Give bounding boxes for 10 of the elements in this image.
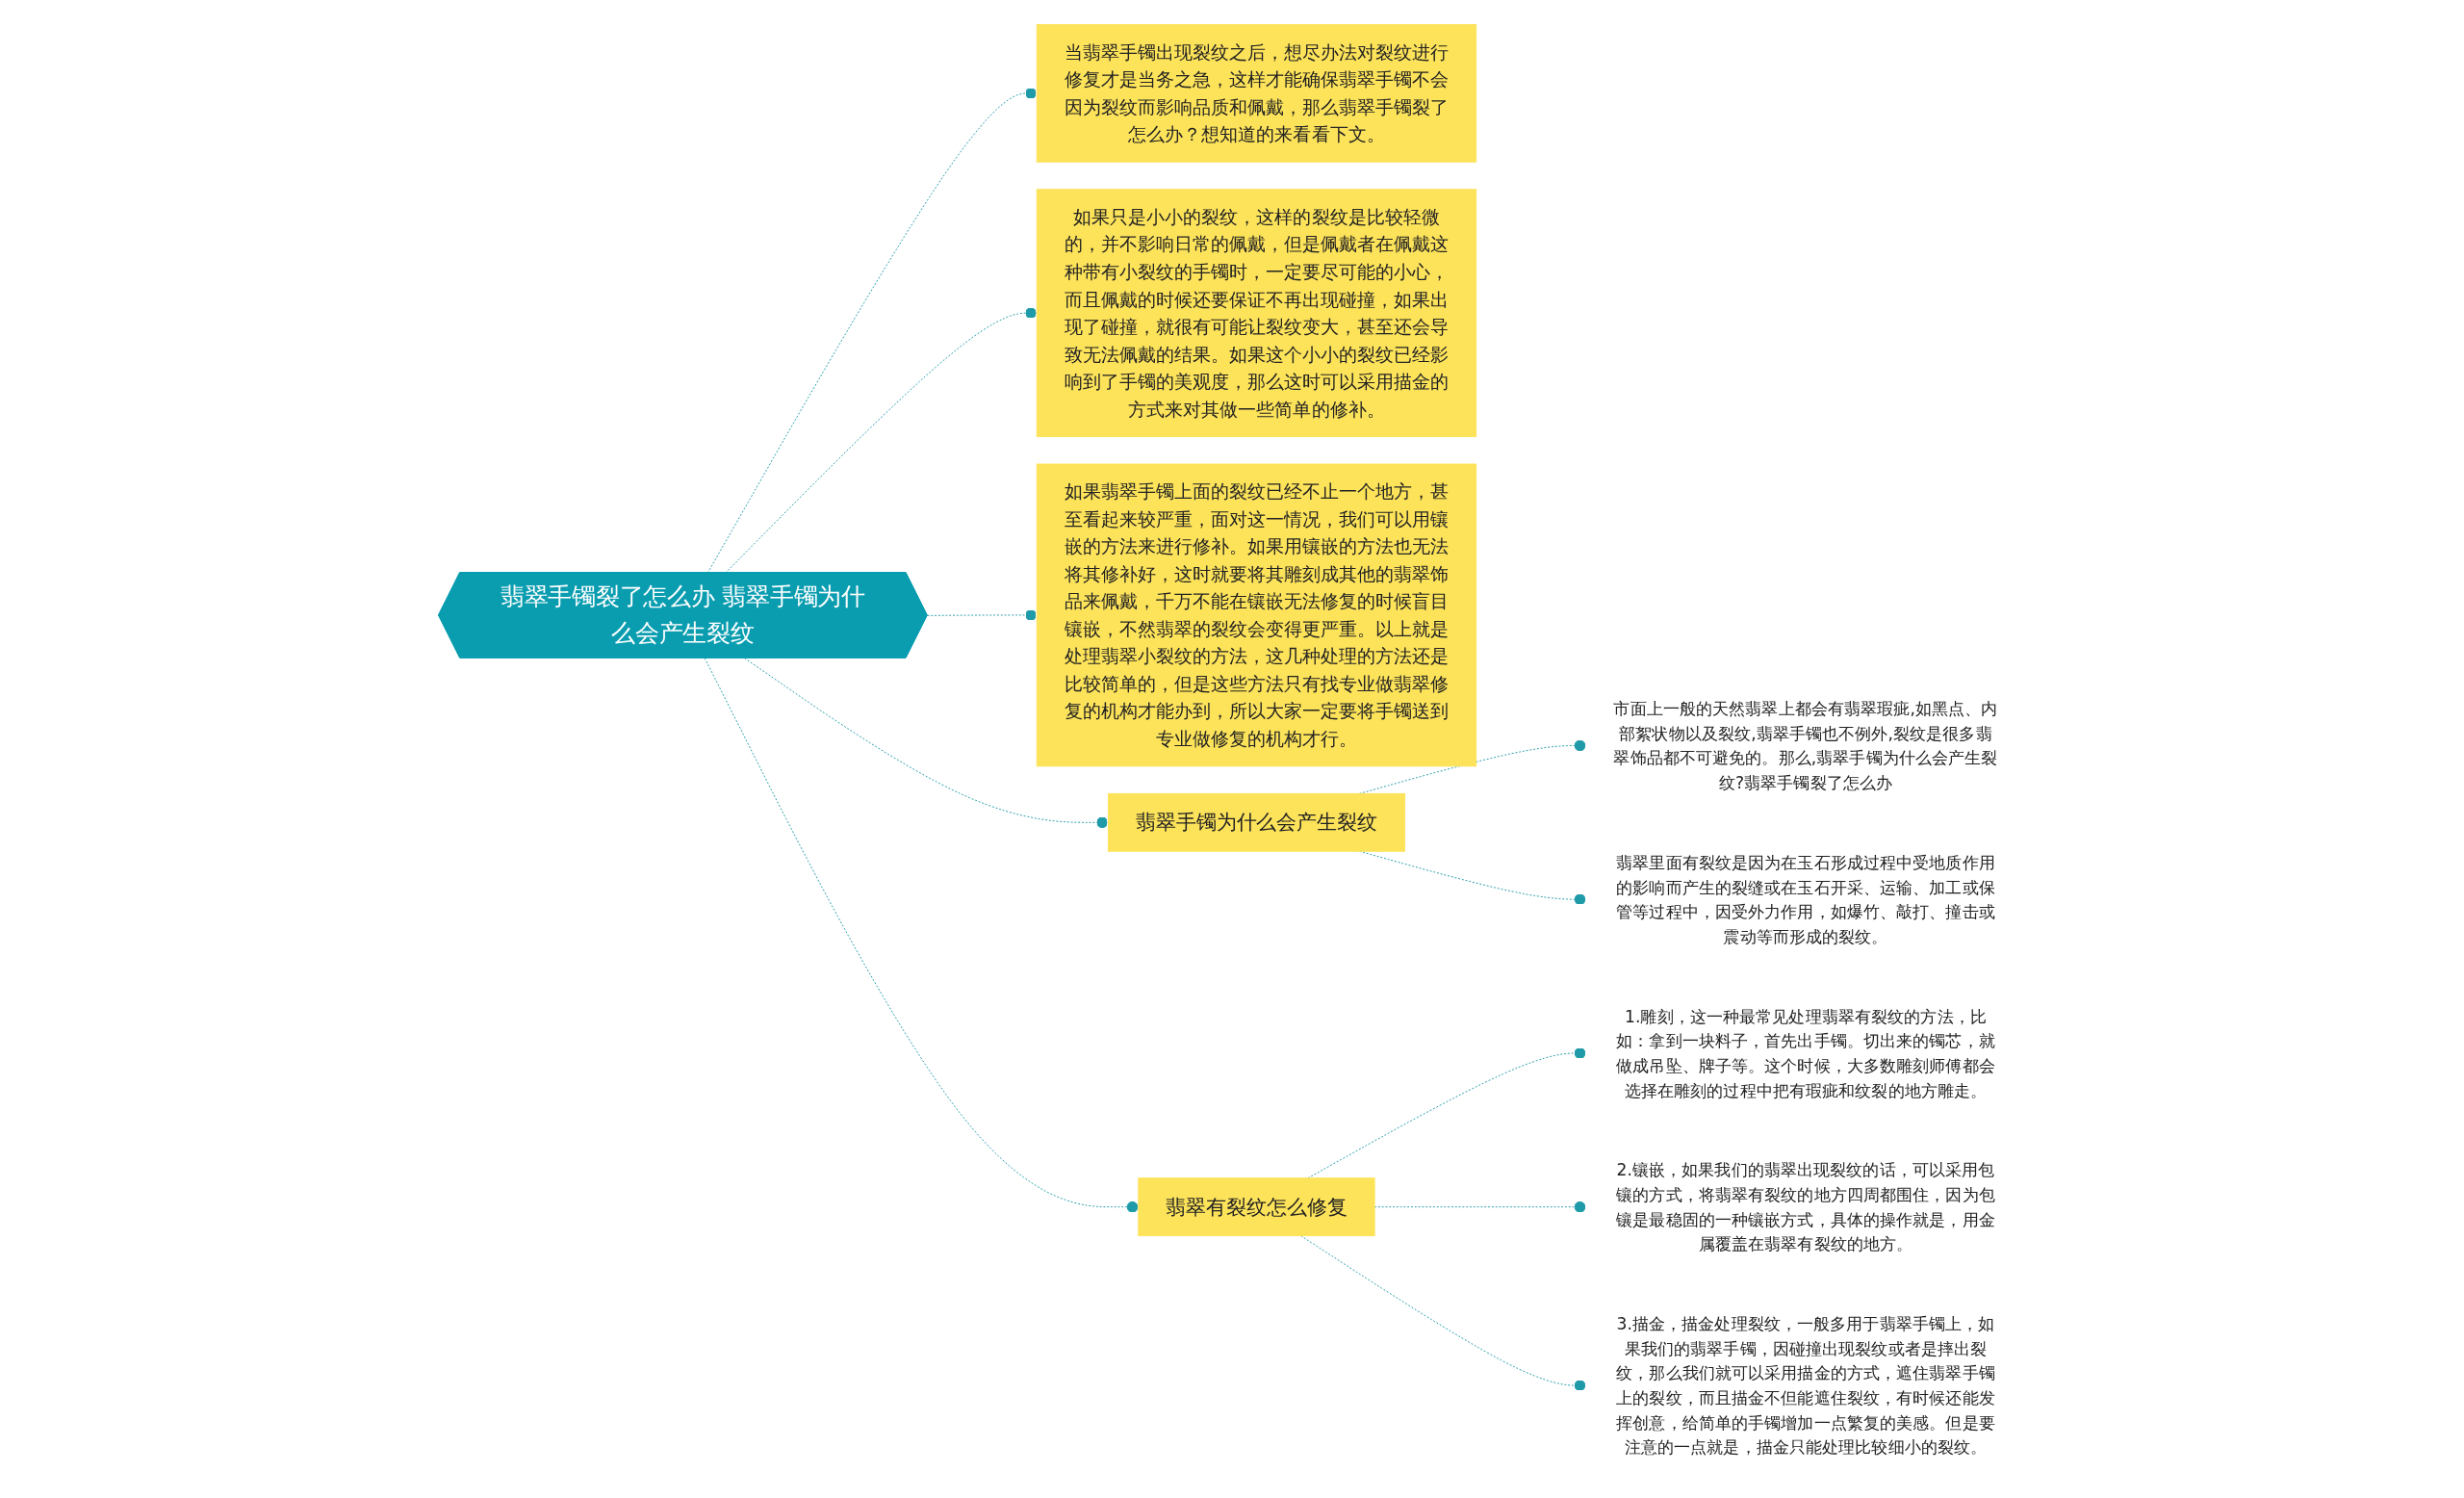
node-text: 翡翠里面有裂纹是因为在玉石形成过程中受地质作用的影响而产生的裂缝或在玉石开采、运输、加工或保管等过程中，因受外力作用，如爆竹、敲打、撞击或震动等而形成的裂纹。 [1616,852,1995,946]
node-text: 1.雕刻，这一种最常见处理翡翠有裂纹的方法，比如：拿到一块料子，首先出手镯。切出来的镯芯，就做成吊坠、牌子等。这个时候，大多数雕刻师傅都会选择在雕刻的过程中把有瑕疵和纹裂的地方雕走。 [1616,1006,1995,1100]
node-box: 翡翠手镯为什么会产生裂纹 [1108,792,1406,852]
node-box: 翡翠有裂纹怎么修复 [1138,1177,1375,1237]
node-box: 当翡翠手镯出现裂纹之后，想尽办法对裂纹进行修复才是当务之急，这样才能确保翡翠手镯不会因为裂纹而影响品质和佩戴，那么翡翠手镯裂了怎么办？想知道的来看看下文。 [1036,24,1477,163]
node-box: 如果只是小小的裂纹，这样的裂纹是比较轻微的，并不影响日常的佩戴，但是佩戴者在佩戴这种带有小裂纹的手镯时，一定要尽可能的小心，而且佩戴的时候还要保证不再出现碰撞，如果出现了碰撞，就很有可能让裂纹变大，甚至还会导致无法佩戴的结果。如果这个小小的裂纹已经影响到了手镯的美观度，那么这时可以采用描金的方式来对其做一些简单的修补。 [1036,189,1477,437]
node-text: 3.描金，描金处理裂纹，一般多用于翡翠手镯上，如果我们的翡翠手镯，因碰撞出现裂纹或者是摔出裂纹，那么我们就可以采用描金的方式，遮住翡翠手镯上的裂纹，而且描金不但能遮住裂纹，有时候还能发挥创意，给简单的手镯增加一点繁复的美感。但是要注意的一点就是，描金只能处理比较细小的裂纹。 [1616,1313,1995,1458]
node-text: 市面上一般的天然翡翠上都会有翡翠瑕疵,如黑点、内部絮状物以及裂纹,翡翠手镯也不例外,裂纹是很多翡翠饰品都不可避免的。那么,翡翠手镯为什么会产生裂纹?翡翠手镯裂了怎么办 [1613,698,1998,792]
node-text: 2.镶嵌，如果我们的翡翠出现裂纹的话，可以采用包镶的方式，将翡翠有裂纹的地方四周都围住，因为包镶是最稳固的一种镶嵌方式，具体的操作就是，用金属覆盖在翡翠有裂纹的地方。 [1616,1160,1995,1254]
node-box: 如果翡翠手镯上面的裂纹已经不止一个地方，甚至看起来较严重，面对这一情况，我们可以用镶嵌的方法来进行修补。如果用镶嵌的方法也无法将其修补好，这时就要将其雕刻成其他的翡翠饰品来佩戴，千万不能在镶嵌无法修复的时候盲目镶嵌，不然翡翠的裂纹会变得更严重。以上就是处理翡翠小裂纹的方法，这几种处理的方法还是比较简单的，但是这些方法只有找专业做翡翠修复的机构才能办到，所以大家一定要将手镯送到专业做修复的机构才行。 [1036,463,1477,767]
